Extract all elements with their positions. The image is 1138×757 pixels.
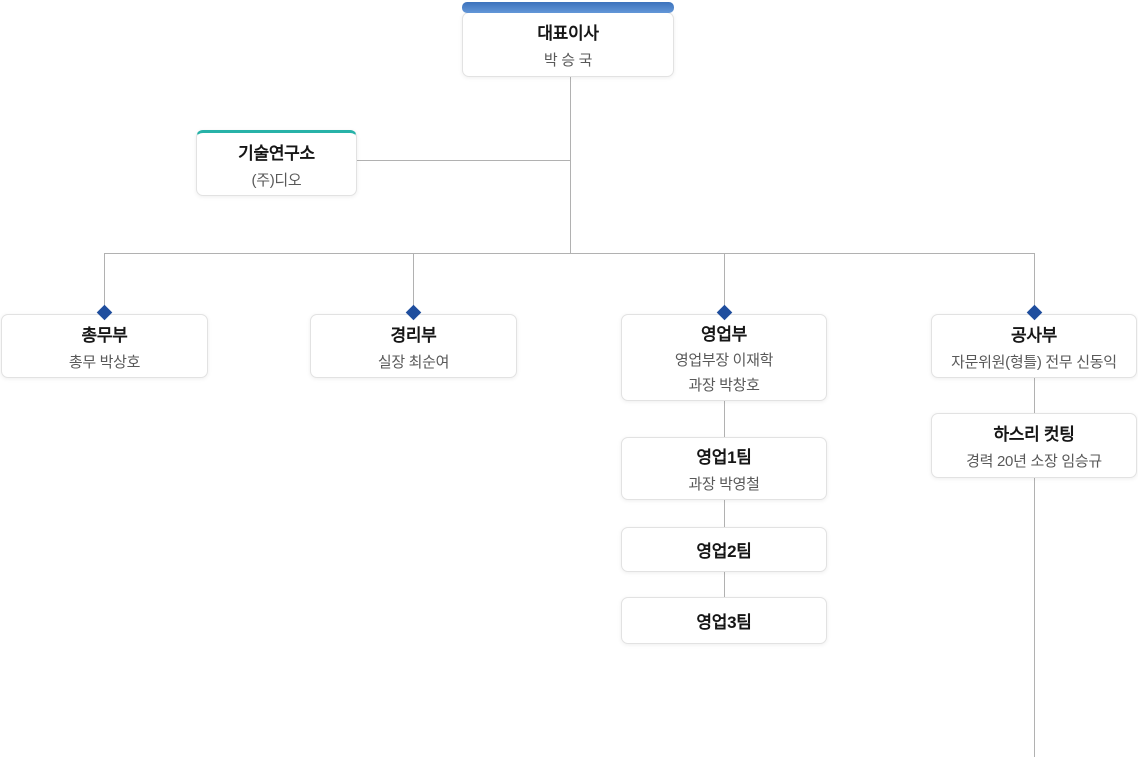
connector-construction-to-hasri [1034,378,1035,413]
connector-drop-sales [724,253,725,314]
node-title: 영업1팀 [696,448,752,467]
node-title: 영업2팀 [696,542,752,561]
node-person: 박 승 국 [543,52,593,69]
node-sales-team-1: 영업1팀 과장 박영철 [621,437,827,500]
connector-team2-to-team3 [724,572,725,597]
connector-drop-accounting [413,253,414,314]
connector-sales-to-team1 [724,401,725,437]
node-person: 실장 최순여 [377,353,450,371]
node-person: 과장 박영철 [688,476,760,493]
node-person: 경력 20년 소장 임승규 [966,453,1102,470]
node-sales-team-3: 영업3팀 [621,597,827,644]
node-sales-dept: 영업부 영업부장 이재학 과장 박창호 [621,314,827,401]
connector-main-branch-horizontal [104,253,1034,254]
node-person: 총무 박상호 [68,353,141,371]
node-title: 기술연구소 [238,143,315,163]
node-title: 영업3팀 [696,613,752,632]
node-title: 영업부 [700,325,748,344]
node-person-2: 과장 박창호 [688,377,760,394]
node-general-affairs-dept: 총무부 총무 박상호 [1,314,208,378]
node-person: (주)디오 [251,171,302,189]
connector-hasri-tail [1034,478,1035,757]
node-ceo: 대표이사 박 승 국 [462,12,674,77]
connector-drop-construction [1034,253,1035,314]
node-hasri-cutting: 하스리 컷팅 경력 20년 소장 임승규 [931,413,1137,478]
connector-research-horizontal [357,160,570,161]
node-person: 자문위원(형틀) 전무 신동익 [951,353,1117,371]
node-title: 공사부 [1010,325,1058,345]
connector-team1-to-team2 [724,500,725,527]
node-person: 영업부장 이재학 [674,352,774,369]
connector-trunk-vertical [570,77,571,253]
node-sales-team-2: 영업2팀 [621,527,827,572]
ceo-header-accent-bar [462,2,674,13]
connector-drop-general-affairs [104,253,105,314]
node-accounting-dept: 경리부 실장 최순여 [310,314,517,378]
node-research-institute: 기술연구소 (주)디오 [196,130,357,196]
node-title: 총무부 [81,325,128,345]
node-construction-dept: 공사부 자문위원(형틀) 전무 신동익 [931,314,1137,378]
node-title: 대표이사 [537,24,599,43]
node-title: 하스리 컷팅 [993,425,1075,444]
node-title: 경리부 [390,325,437,345]
